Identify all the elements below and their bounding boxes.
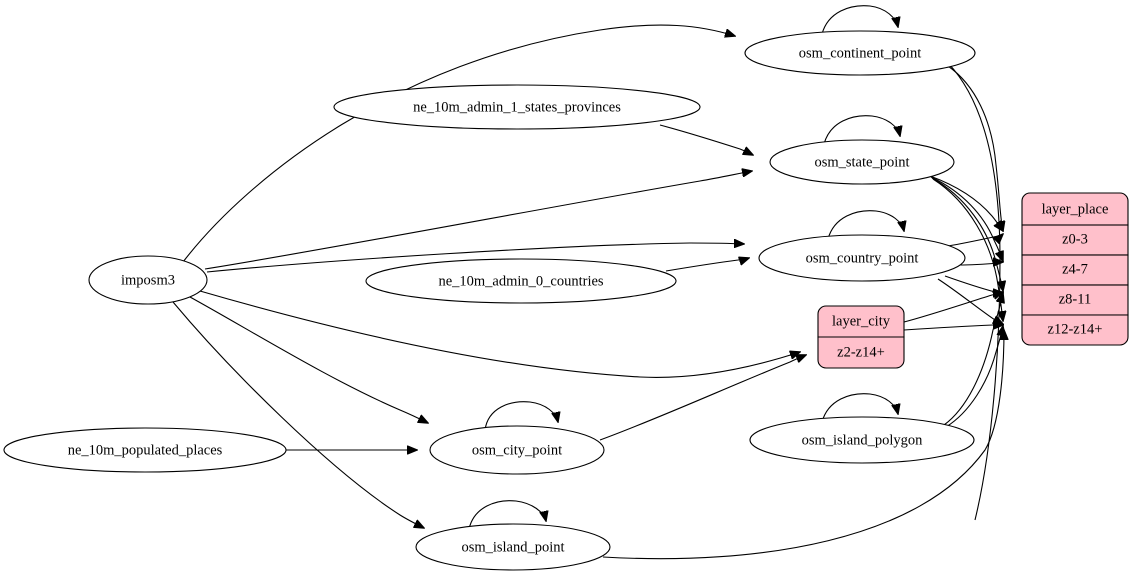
node-osm-state-point[interactable]: osm_state_point	[769, 139, 955, 185]
node-osm-continent-point[interactable]: osm_continent_point	[744, 30, 976, 76]
edge-cross-layer-city-osm-city-point	[599, 355, 806, 441]
node-label-osm-city-point: osm_city_point	[472, 442, 562, 458]
edge-imposm3-to-osm-city-point	[189, 296, 428, 423]
node-label-ne-10m-populated-places: ne_10m_populated_places	[68, 442, 223, 458]
layer-city-row-z2-z14-cell[interactable]	[817, 336, 905, 369]
selfloop-osm-country-point	[827, 210, 904, 240]
node-label-osm-island-polygon: osm_island_polygon	[802, 432, 924, 448]
layer-place-row-z12-z14-label: z12-z14+	[1048, 321, 1103, 337]
layer-place-row-z4-7-cell[interactable]	[1021, 254, 1129, 286]
edge-long-vertical-bypass	[947, 62, 1001, 521]
edge-osm-country-to-layer-place-z0-3	[947, 234, 1003, 247]
edge-imposm3-to-layer-city	[199, 290, 800, 378]
node-osm-island-polygon[interactable]: osm_island_polygon	[749, 416, 975, 464]
edge-imposm3-to-osm-island-point	[172, 301, 424, 528]
layer-place-row-z8-11-label: z8-11	[1059, 291, 1091, 307]
node-label-osm-continent-point: osm_continent_point	[799, 45, 921, 61]
node-label-osm-state-point: osm_state_point	[814, 154, 909, 170]
node-osm-country-point[interactable]: osm_country_point	[758, 234, 966, 282]
edge-ne-countries-to-osm-country-point	[665, 258, 749, 272]
edge-layer-city-to-layer-place-z8-11	[903, 292, 1003, 323]
edge-osm-state-to-layer-place-z12-z14	[932, 178, 1003, 321]
edge-layer-city-to-layer-place-z12-z14	[903, 325, 1003, 331]
edge-osm-continent-to-layer-place-z0-3	[947, 65, 1003, 231]
node-label-osm-island-point: osm_island_point	[461, 539, 564, 555]
edge-osm-country-to-layer-place-z4-7	[958, 262, 1003, 265]
layer-place-row-z0-3-cell[interactable]	[1021, 224, 1129, 256]
node-layer-city[interactable]: layer_city z2-z14+	[817, 305, 905, 369]
layer-place-row-z0-3-label: z0-3	[1062, 231, 1088, 247]
node-osm-city-point[interactable]: osm_city_point	[429, 425, 605, 475]
edge-imposm3-to-osm-country-point	[206, 243, 744, 273]
node-imposm3[interactable]: imposm3	[88, 255, 208, 305]
node-ne-10m-admin-0-countries[interactable]: ne_10m_admin_0_countries	[365, 258, 677, 304]
selfloop-osm-continent-point	[821, 5, 898, 35]
edge-layer	[172, 5, 1004, 560]
selfloop-osm-island-point	[468, 500, 546, 530]
selfloop-osm-state-point	[823, 115, 900, 145]
node-layer: imposm3 ne_10m_admin_1_states_provinces …	[3, 30, 976, 571]
node-label-ne-10m-admin-1-states-provinces: ne_10m_admin_1_states_provinces	[413, 99, 621, 115]
layer-city-header-label: layer_city	[832, 313, 891, 329]
node-layer-place[interactable]: layer_place z0-3 z4-7 z8-11 z12-z14+	[1021, 192, 1129, 346]
edge-osm-island-polygon-to-layer-place-z8-11	[943, 293, 1003, 426]
edge-osm-state-to-layer-place-z0-3	[929, 175, 1003, 231]
edge-osm-island-polygon-to-layer-place-z12-z14	[945, 326, 1003, 428]
node-ne-10m-admin-1-states-provinces[interactable]: ne_10m_admin_1_states_provinces	[333, 84, 701, 130]
node-ne-10m-populated-places[interactable]: ne_10m_populated_places	[3, 427, 287, 473]
node-osm-island-point[interactable]: osm_island_point	[415, 523, 611, 571]
layer-place-header-cell[interactable]	[1021, 192, 1129, 226]
node-label-osm-country-point: osm_country_point	[806, 250, 919, 266]
edge-imposm3-to-osm-continent-point	[182, 24, 735, 263]
layer-city-row-z2-z14-label: z2-z14+	[837, 344, 885, 360]
layer-place-row-z12-z14-cell[interactable]	[1021, 314, 1129, 346]
edge-imposm3-to-osm-state-point	[204, 171, 752, 270]
layer-city-header-cell[interactable]	[817, 305, 905, 338]
edge-ne-states-to-osm-state-point	[659, 124, 753, 155]
layer-place-row-z8-11-cell[interactable]	[1021, 284, 1129, 316]
edge-osm-island-point-to-layer-place-z12-z14	[602, 330, 1004, 560]
selfloop-osm-city-point	[484, 401, 558, 431]
layer-place-header-label: layer_place	[1042, 201, 1109, 217]
selfloop-osm-island-polygon	[821, 393, 898, 423]
node-label-imposm3: imposm3	[121, 272, 175, 288]
node-label-ne-10m-admin-0-countries: ne_10m_admin_0_countries	[438, 273, 603, 289]
layer-place-row-z4-7-label: z4-7	[1062, 261, 1088, 277]
